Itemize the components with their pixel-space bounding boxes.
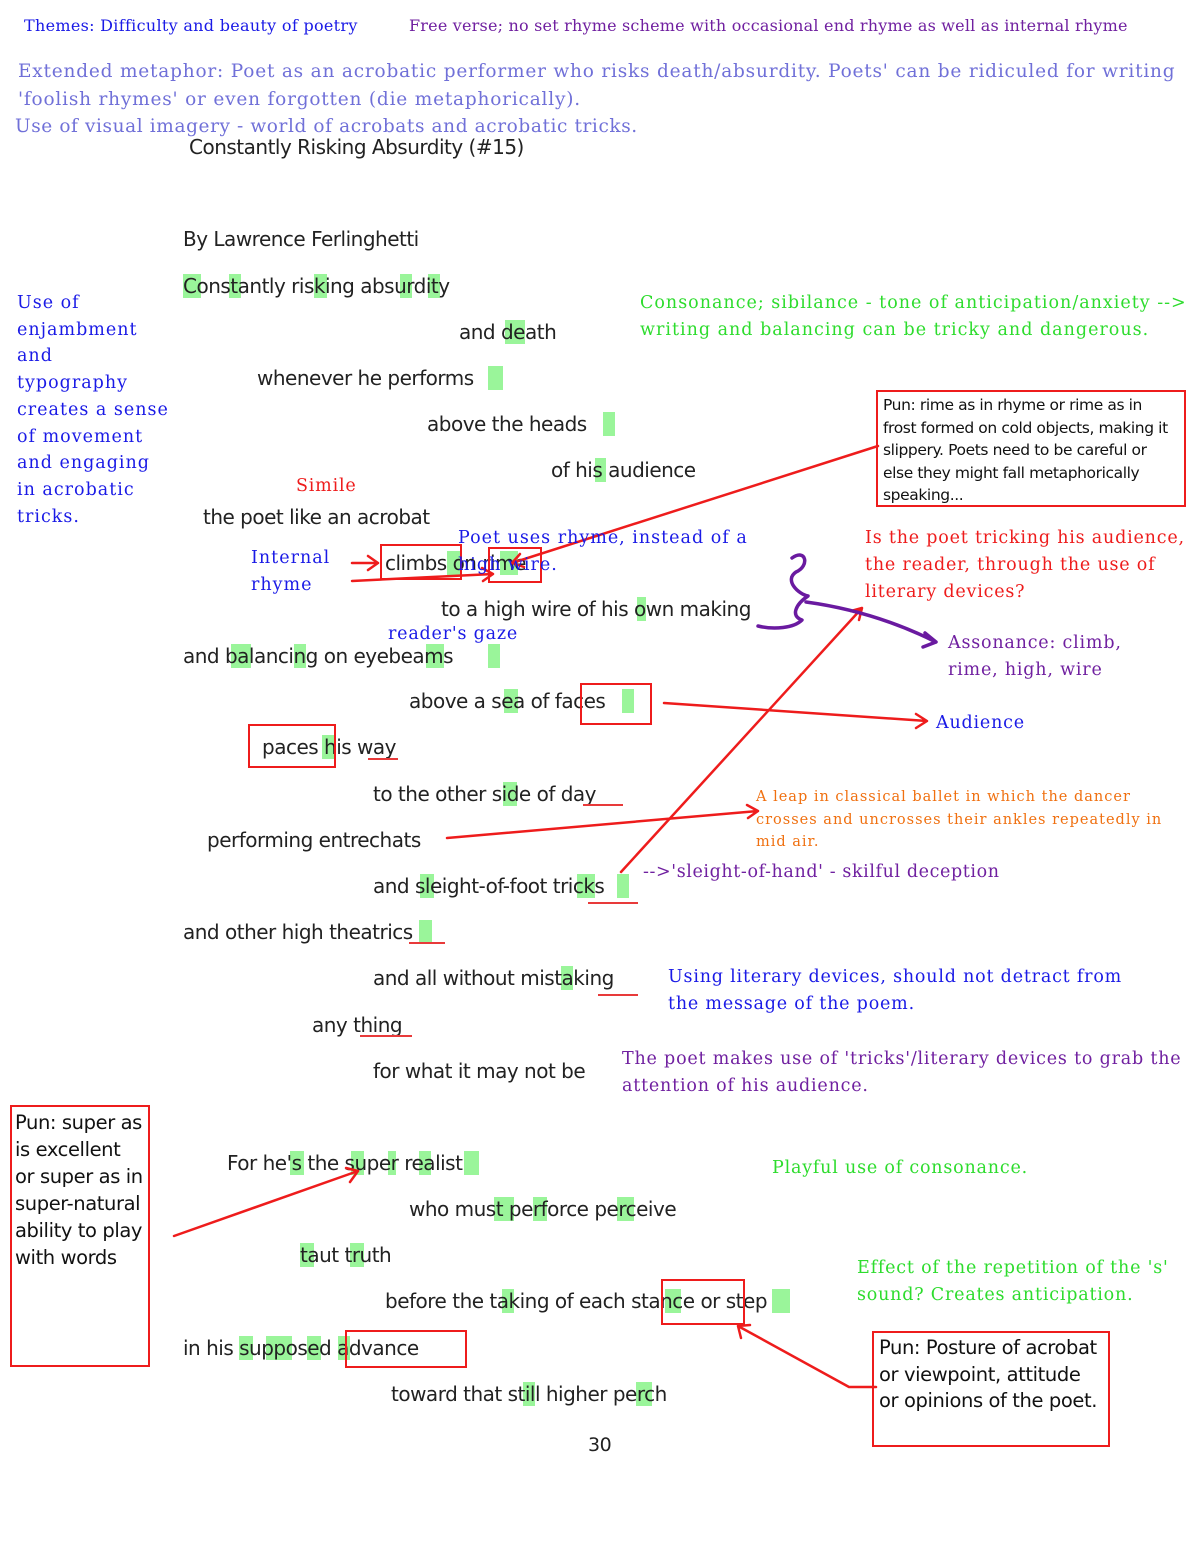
- poet-uses-rhyme-note: Poet uses rhyme, instead of a high wire.: [458, 528, 748, 575]
- poem-line: any thing: [312, 1013, 403, 1037]
- poem-line: whenever he performs: [257, 366, 474, 390]
- poem-line: who must perforce perceive: [409, 1197, 677, 1221]
- readers-gaze-note: reader's gaze: [388, 624, 519, 644]
- poem-line: toward that still higher perch: [391, 1382, 667, 1406]
- assonance-note: Assonance: climb, rime, high, wire: [948, 633, 1122, 680]
- poem-line: and death: [459, 320, 557, 344]
- repetition-note: Effect of the repetition of the 's' soun…: [857, 1258, 1169, 1305]
- underline-thing: [360, 1035, 412, 1037]
- poem-line: For he's the super realist: [227, 1151, 463, 1175]
- box-faces: [580, 683, 652, 725]
- poem-line: and sleight-of-foot tricks: [373, 874, 605, 898]
- form-note: Free verse; no set rhyme scheme with occ…: [409, 16, 1128, 35]
- sleight-note: -->'sleight-of-hand' - skilful deception: [643, 862, 1000, 882]
- poem-line: the poet like an acrobat: [203, 505, 430, 529]
- box-climbs: [380, 544, 462, 580]
- literary-devices-note: Using literary devices, should not detra…: [668, 967, 1123, 1014]
- page-number: 30: [588, 1434, 612, 1456]
- underline-day: [583, 804, 623, 806]
- underline-tricks: [588, 902, 638, 904]
- simile-note: Simile: [296, 476, 357, 496]
- poem-line: above the heads: [427, 412, 587, 436]
- internal-rhyme-note: Internal rhyme: [251, 548, 331, 595]
- box-paces: [248, 724, 336, 768]
- poem-line: to a high wire of his own making: [441, 597, 751, 621]
- pun-rime-note: Pun: rime as in rhyme or rime as in fros…: [876, 390, 1186, 507]
- playful-consonance-note: Playful use of consonance.: [772, 1158, 1028, 1178]
- poem-line: Constantly risking absurdity: [183, 274, 450, 298]
- poem-line: paces his way: [262, 735, 397, 759]
- tricks-note: The poet makes use of 'tricks'/literary …: [622, 1049, 1182, 1096]
- pun-super-note: Pun: super as is excellent or super as i…: [10, 1105, 150, 1367]
- poem-line: before the taking of each stance or step: [385, 1289, 768, 1313]
- poem-line: in his supposed advance: [183, 1336, 419, 1360]
- poem-line: of his audience: [551, 458, 696, 482]
- poem-line: and other high theatrics: [183, 920, 413, 944]
- enjambment-note: Use of enjambment and typography creates…: [17, 293, 169, 527]
- box-advance: [345, 1330, 467, 1368]
- underline-theatrics: [409, 942, 445, 944]
- poem-line: climbs on rime: [385, 551, 526, 575]
- box-rime: [488, 547, 542, 583]
- visual-imagery-note: Use of visual imagery - world of acrobat…: [15, 116, 638, 137]
- underline-mistaking: [598, 994, 638, 996]
- poem-line: for what it may not be: [373, 1059, 586, 1083]
- poem-line: and all without mistaking: [373, 966, 614, 990]
- poem-line: taut truth: [300, 1243, 392, 1267]
- tricking-note: Is the poet tricking his audience, the r…: [865, 528, 1185, 602]
- audience-note: Audience: [936, 713, 1025, 733]
- entrechat-note: A leap in classical ballet in which the …: [756, 789, 1163, 850]
- poem-author: By Lawrence Ferlinghetti: [183, 227, 419, 251]
- poem-line: performing entrechats: [207, 828, 421, 852]
- poem-line: to the other side of day: [373, 782, 597, 806]
- pun-stance-note: Pun: Posture of acrobat or viewpoint, at…: [872, 1331, 1110, 1447]
- underline-way: [368, 758, 398, 760]
- box-stance: [661, 1279, 745, 1325]
- poem-line: and balancing on eyebeams: [183, 644, 454, 668]
- poem-line: above a sea of faces: [409, 689, 606, 713]
- poem-title: Constantly Risking Absurdity (#15): [189, 135, 524, 159]
- consonance-note: Consonance; sibilance - tone of anticipa…: [640, 293, 1187, 340]
- extended-metaphor-note: Extended metaphor: Poet as an acrobatic …: [18, 61, 1176, 110]
- themes-note: Themes: Difficulty and beauty of poetry: [24, 16, 358, 35]
